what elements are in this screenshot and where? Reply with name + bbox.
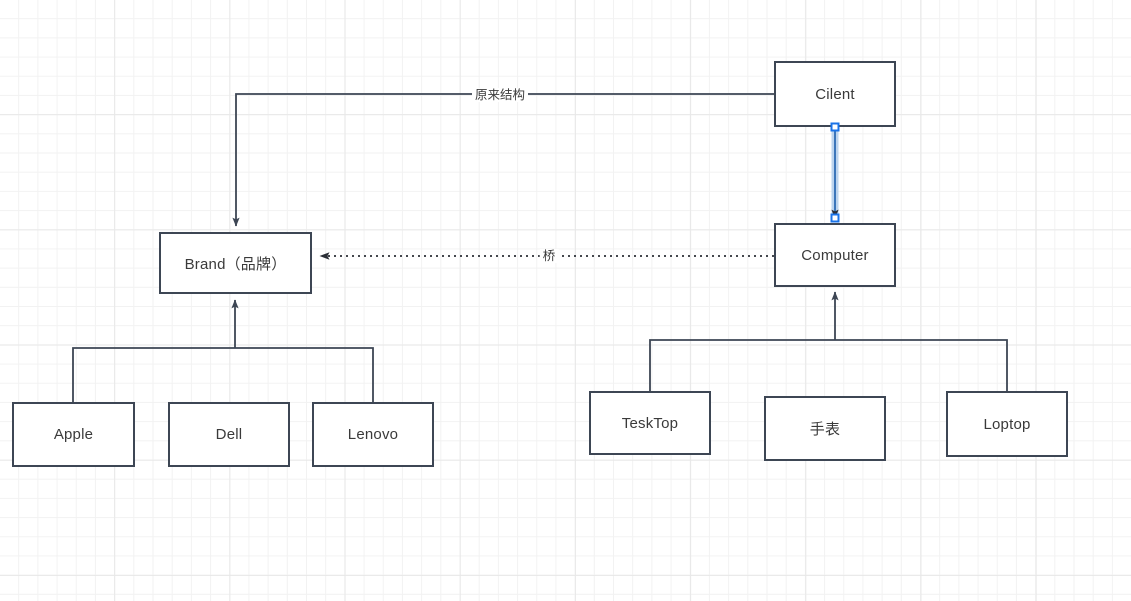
edge-label-original-structure[interactable]: 原来结构 — [471, 88, 529, 102]
node-dell-label: Dell — [215, 426, 243, 443]
node-lenovo-label: Lenovo — [347, 426, 399, 443]
edge-brand-children[interactable] — [72, 347, 374, 402]
edge-cilent-to-brand[interactable] — [232, 93, 774, 227]
node-dell[interactable]: Dell — [168, 402, 290, 467]
node-brand[interactable]: Brand（品牌） — [159, 232, 312, 294]
node-computer[interactable]: Computer — [774, 223, 896, 287]
node-cilent-label: Cilent — [815, 85, 855, 103]
node-tesktop[interactable]: TeskTop — [589, 391, 711, 455]
node-apple-label: Apple — [53, 426, 94, 443]
node-loptop[interactable]: Loptop — [946, 391, 1068, 457]
node-cilent[interactable]: Cilent — [774, 61, 896, 127]
node-brand-label: Brand（品牌） — [184, 255, 287, 273]
node-watch[interactable]: 手表 — [764, 396, 886, 461]
node-loptop-label: Loptop — [983, 415, 1031, 433]
node-watch-label: 手表 — [809, 421, 841, 438]
node-tesktop-label: TeskTop — [621, 414, 679, 432]
node-apple[interactable]: Apple — [12, 402, 135, 467]
node-computer-label: Computer — [801, 246, 869, 264]
connector-handle-source[interactable] — [830, 122, 840, 132]
edge-label-bridge[interactable]: 桥 — [539, 249, 559, 263]
node-lenovo[interactable]: Lenovo — [312, 402, 434, 467]
edge-computer-children[interactable] — [649, 339, 1008, 391]
connector-handle-target[interactable] — [830, 213, 840, 223]
